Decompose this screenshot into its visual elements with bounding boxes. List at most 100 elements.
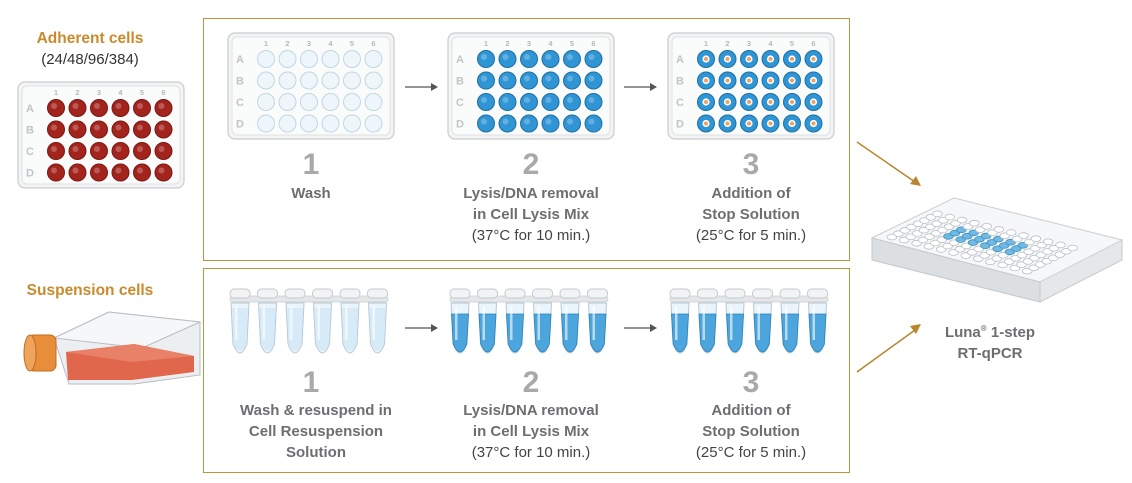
plate-row-label: D [26, 168, 34, 180]
plate-well [47, 99, 65, 117]
plate-row-label: A [456, 54, 464, 66]
plate-well [477, 71, 495, 90]
wash-tube-strip [229, 288, 389, 354]
plate-row-label: D [236, 119, 244, 131]
tube-liquid [478, 313, 497, 353]
plate-well [541, 114, 560, 133]
plate-row-label: B [236, 76, 244, 88]
tube-liquid [588, 313, 607, 353]
plate-well [563, 114, 581, 133]
adherent-step-1-text: Wash [226, 183, 396, 204]
adherent-cells-title: Adherent cells [36, 30, 144, 47]
plate-row-label: C [26, 146, 34, 158]
plate-well [498, 50, 517, 68]
qpcr-well [993, 226, 1005, 233]
tube-liquid [314, 308, 331, 351]
plate-well [364, 50, 383, 68]
plate-well [584, 71, 603, 90]
plate-col-label: 6 [591, 39, 595, 48]
plate-well [278, 71, 297, 90]
plate-col-label: 1 [704, 39, 708, 48]
adherent-step-3-number: 3 [742, 148, 760, 181]
qpcr-well [1055, 241, 1066, 249]
plate-well [541, 71, 560, 90]
plate-well [300, 71, 318, 90]
plate-well [343, 114, 361, 133]
plate-well [133, 163, 151, 182]
tube-liquid [533, 313, 552, 353]
plate-well [278, 114, 297, 133]
suspension-step-3-line1: Addition of [711, 402, 791, 419]
plate-col-label: 4 [548, 39, 553, 48]
tube-liquid [369, 308, 386, 351]
suspension-step-2-condition: (37°C for 10 min.) [471, 444, 591, 461]
qpcr-well [944, 213, 956, 221]
plate-well [300, 114, 318, 133]
plate-well [300, 93, 318, 111]
plate-row-label: A [26, 103, 34, 115]
plate-well [257, 114, 275, 133]
plate-well [520, 71, 538, 90]
suspension-step-1-text: Wash & resuspend in Cell Resuspension So… [206, 400, 426, 463]
plate-col-label: 5 [140, 88, 144, 97]
tube-liquid [232, 308, 248, 351]
plate-well [47, 120, 65, 139]
tube-liquid [781, 313, 799, 353]
plate-col-label: 2 [285, 39, 289, 48]
plate-well [257, 71, 275, 90]
luna-brand: Luna [944, 324, 981, 341]
adherent-step-2-line2: in Cell Lysis Mix [472, 206, 590, 223]
plate-row-label: C [456, 97, 464, 109]
plate-well [47, 142, 65, 160]
plate-well [257, 93, 275, 111]
qpcr-96-well-plate [870, 197, 1124, 303]
plate-well [343, 50, 361, 68]
arrow-suspension-2-3 [624, 324, 657, 332]
plate-row-label: B [456, 76, 464, 88]
lysis-tube-strip [449, 288, 609, 354]
plate-col-label: 3 [747, 39, 751, 48]
suspension-workflow-frame [203, 268, 850, 473]
plate-well [477, 50, 495, 68]
plate-col-label: 6 [371, 39, 375, 48]
adherent-step-2-line1: Lysis/DNA removal [463, 185, 599, 202]
suspension-step-1-line2: Cell Resuspension [248, 423, 384, 440]
adherent-step-2-condition: (37°C for 10 min.) [471, 227, 591, 244]
plate-well [520, 114, 538, 133]
plate-well [111, 163, 130, 182]
plate-well [343, 93, 361, 111]
luna-rtqpcr-label: Luna® 1-step RT-qPCR [920, 318, 1060, 364]
luna-reg-mark: ® [980, 324, 987, 333]
plate-row-label: C [676, 97, 684, 109]
plate-col-label: 5 [790, 39, 794, 48]
plate-well [90, 163, 108, 182]
plate-well [133, 99, 151, 117]
suspension-step-3-text: Addition of Stop Solution (25°C for 5 mi… [651, 400, 851, 463]
arrow-adherent-1-2 [405, 83, 438, 91]
plate-well [477, 114, 495, 133]
plate-well [343, 71, 361, 90]
plate-col-label: 6 [811, 39, 815, 48]
plate-well [563, 50, 581, 68]
plate-well [541, 50, 560, 68]
plate-row-label: A [236, 54, 244, 66]
luna-line1: Luna® 1-step [920, 318, 1060, 343]
plate-well [154, 99, 173, 117]
plate-well [154, 142, 173, 160]
plate-well [541, 93, 560, 111]
plate-well [90, 142, 108, 160]
plate-well [498, 93, 517, 111]
adherent-formats-label: (24/48/96/384) [41, 51, 139, 68]
tube-liquid [561, 313, 579, 353]
plate-well [111, 120, 130, 139]
plate-row-label: A [676, 54, 684, 66]
plate-well [321, 71, 340, 90]
plate-well [563, 71, 581, 90]
plate-well [364, 93, 383, 111]
tube-liquid [506, 313, 524, 353]
qpcr-well [1067, 244, 1079, 252]
suspension-step-3-line2: Stop Solution [702, 423, 800, 440]
plate-well [563, 93, 581, 111]
